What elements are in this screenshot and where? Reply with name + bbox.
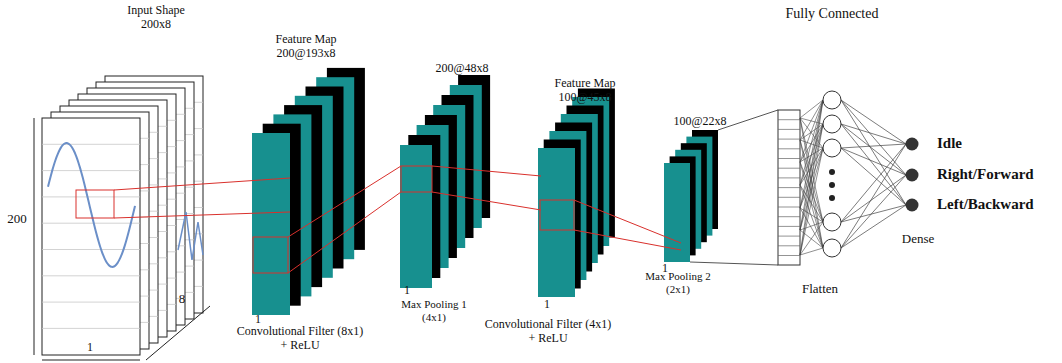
- pool-size-label: 200@48x8: [422, 62, 502, 76]
- depth-label: 1: [537, 298, 557, 312]
- feature-map-label: Feature Map 100@45x8: [540, 77, 630, 105]
- class-label: Left/Backward: [937, 196, 1034, 213]
- zoom-lines: [76, 166, 681, 273]
- layer-caption: Max Pooling 2 (2x1): [633, 270, 723, 295]
- fully-connected-net: [800, 91, 919, 257]
- dimension-label: 8: [172, 292, 192, 307]
- flatten-vector: [778, 110, 800, 265]
- feature-map-label: Feature Map 200@193x8: [261, 33, 351, 61]
- dimension-label: 1: [80, 341, 100, 355]
- dimension-label: 200: [3, 212, 31, 227]
- layer-caption: Convolutional Filter (8x1) + ReLU: [235, 325, 365, 353]
- input-shape-label: Input Shape 200x8: [111, 4, 201, 32]
- layer-caption: Max Pooling 1 (4x1): [389, 298, 479, 323]
- pool-size-label: 100@22x8: [660, 115, 740, 129]
- class-label: Right/Forward: [937, 166, 1034, 183]
- depth-label: 1: [397, 284, 417, 298]
- layer-caption: Convolutional Filter (4x1) + ReLU: [483, 318, 613, 346]
- depth-label: 1: [655, 262, 675, 276]
- class-label: Idle: [937, 135, 962, 152]
- layer-title: Fully Connected: [767, 6, 897, 22]
- flatten-lines: [690, 110, 778, 265]
- dimension-lines: [34, 118, 210, 360]
- layer-title: Flatten: [785, 282, 855, 297]
- depth-label: 1: [248, 313, 268, 327]
- layer-title: Dense: [888, 232, 948, 247]
